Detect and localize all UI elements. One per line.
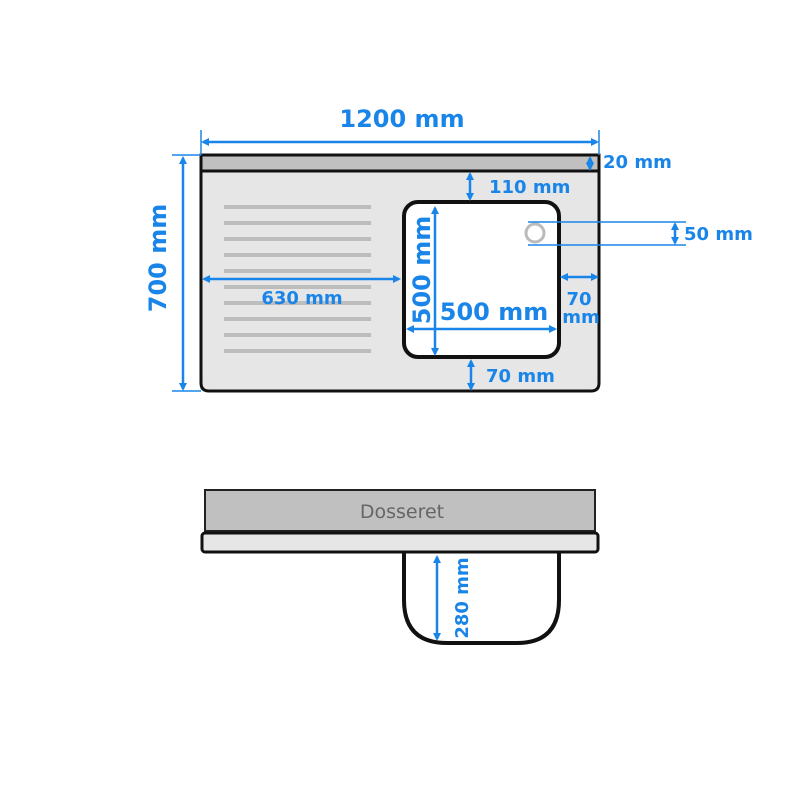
bowl-offset-top-label: 110 mm: [489, 177, 570, 198]
right-margin-label-line2: mm: [562, 307, 600, 328]
width-label: 1200 mm: [339, 105, 464, 133]
bowl-depth-label: 280 mm: [452, 557, 473, 638]
side-view: Dosseret 280 mm: [200, 489, 600, 645]
top-view: 1200 mm 700 mm 20 mm 110 mm 50 mm 630 mm…: [144, 105, 753, 393]
side-bowl: [402, 552, 561, 645]
bottom-margin-label: 70 mm: [486, 366, 555, 387]
right-margin-label-line1: 70: [566, 289, 591, 310]
drainboard-label: 630 mm: [261, 288, 342, 309]
backsplash-strip: [202, 156, 598, 171]
depth-label: 700 mm: [144, 204, 172, 312]
drainboard-grooves: [224, 205, 371, 353]
dosseret: [204, 489, 596, 532]
side-countertop: [200, 531, 600, 554]
dosseret-label: Dosseret: [360, 501, 444, 523]
sink-bowl: [402, 200, 561, 359]
drain-hole-icon: [524, 222, 546, 244]
bowl-width-label: 500 mm: [440, 298, 548, 326]
drain-label: 50 mm: [684, 224, 753, 245]
bowl-height-label: 500 mm: [408, 216, 436, 324]
backsplash-label: 20 mm: [603, 152, 672, 173]
